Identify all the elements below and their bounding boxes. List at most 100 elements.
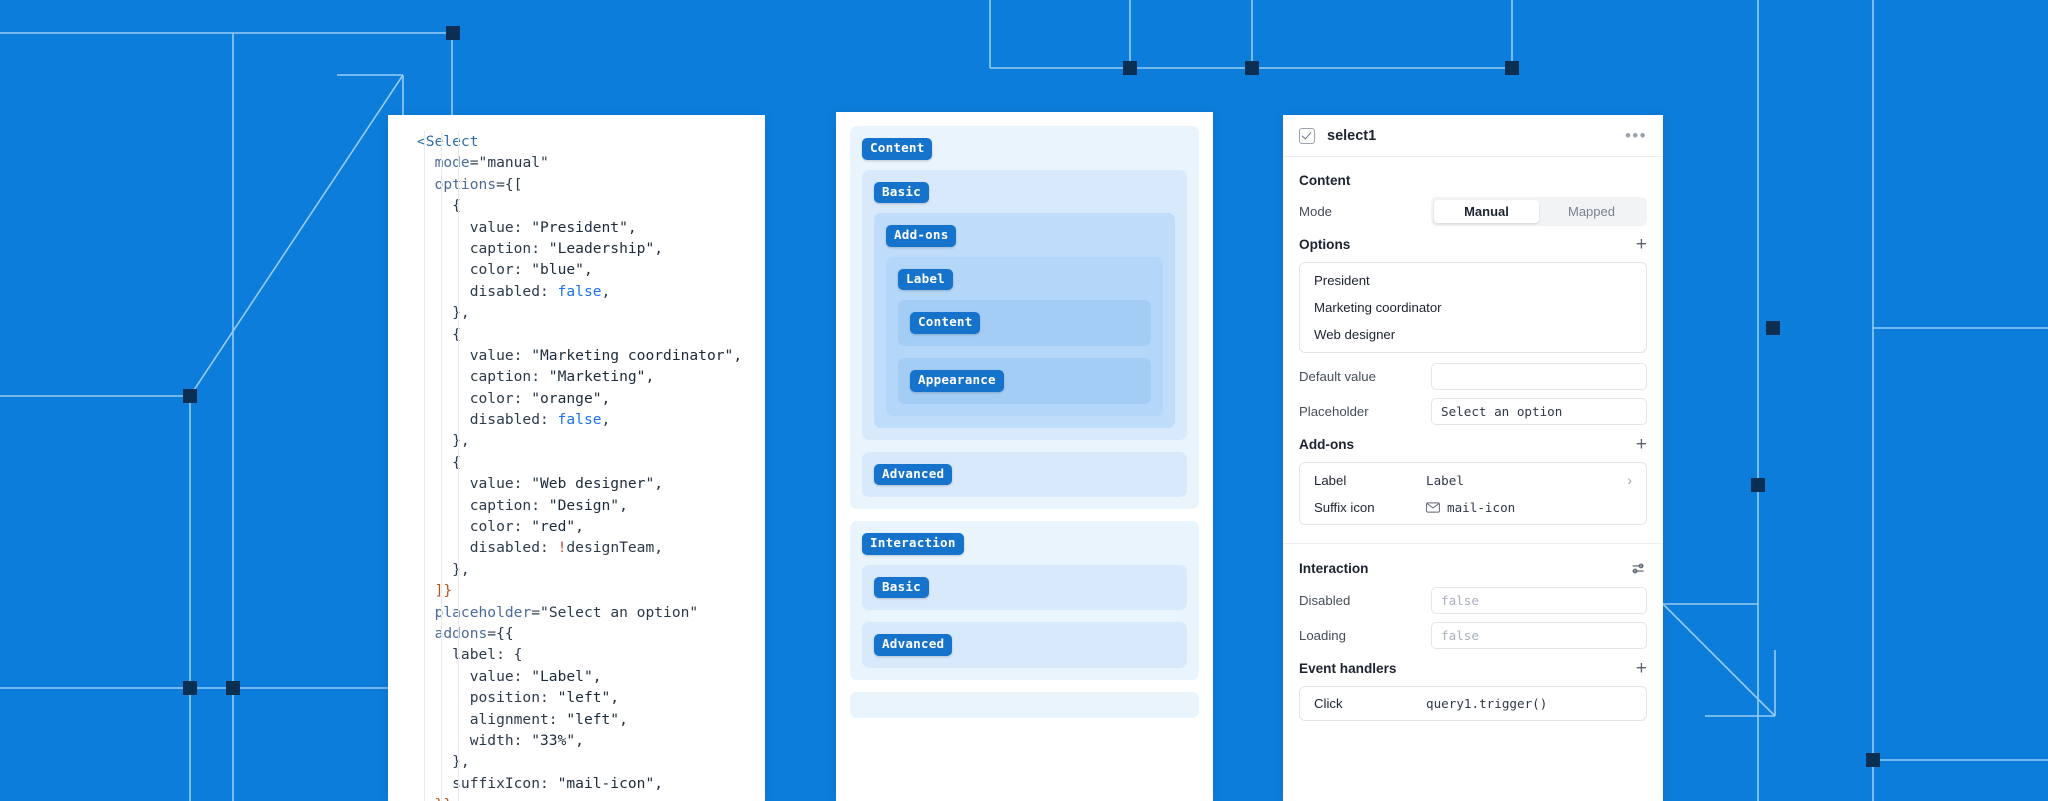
addon-value-text: mail-icon bbox=[1447, 500, 1516, 515]
component-title: select1 bbox=[1327, 127, 1377, 144]
tree-node-chip[interactable]: Add-ons bbox=[886, 225, 957, 247]
interaction-label: Loading bbox=[1299, 628, 1346, 643]
section-divider bbox=[1283, 543, 1663, 544]
code-token: disabled: bbox=[417, 411, 558, 429]
interaction-section-header: Interaction bbox=[1299, 554, 1647, 585]
tree-group[interactable] bbox=[850, 691, 1199, 718]
option-list-item[interactable]: Marketing coordinator bbox=[1314, 300, 1442, 315]
option-list-item[interactable]: Web designer bbox=[1314, 327, 1396, 342]
code-token: , bbox=[601, 411, 611, 429]
code-line: addons={{ bbox=[417, 623, 765, 644]
code-token: "manual" bbox=[478, 154, 549, 172]
code-snippet-body[interactable]: <Select mode="manual" options={[ { value… bbox=[388, 131, 765, 801]
code-line: position: "left", bbox=[417, 687, 765, 708]
tree-node-chip[interactable]: Content bbox=[862, 138, 933, 160]
code-line: caption: "Leadership", bbox=[417, 238, 765, 259]
code-token: { bbox=[417, 325, 461, 343]
code-line: }, bbox=[417, 751, 765, 772]
code-token: false bbox=[557, 282, 602, 300]
tree-node-chip[interactable]: Label bbox=[898, 268, 953, 291]
default-value-label: Default value bbox=[1299, 369, 1376, 384]
addon-value: Label bbox=[1426, 473, 1627, 488]
placeholder-label: Placeholder bbox=[1299, 404, 1369, 419]
tree-node-chip[interactable]: Advanced bbox=[874, 634, 953, 656]
code-token: <Select bbox=[417, 133, 479, 150]
code-token: caption: bbox=[417, 239, 549, 257]
sliders-icon[interactable] bbox=[1630, 560, 1647, 577]
code-token: ={[ bbox=[496, 175, 523, 193]
interaction-input[interactable]: false bbox=[1431, 622, 1647, 649]
addon-value-text: Label bbox=[1426, 472, 1464, 488]
tree-node-chip[interactable]: Basic bbox=[874, 576, 929, 599]
tree-node-chip[interactable]: Basic bbox=[874, 181, 929, 204]
code-token: placeholder bbox=[434, 603, 532, 621]
chevron-right-icon[interactable]: › bbox=[1627, 472, 1632, 488]
tree-group[interactable]: Content bbox=[898, 300, 1151, 346]
code-line: }, bbox=[417, 302, 765, 323]
plus-icon[interactable]: + bbox=[1635, 657, 1647, 679]
tree-node-chip[interactable]: Appearance bbox=[910, 369, 1004, 392]
code-token bbox=[417, 796, 435, 801]
addons-label: Add-ons bbox=[1299, 437, 1355, 452]
code-line: }, bbox=[417, 430, 765, 451]
tree-node-chip[interactable]: Interaction bbox=[862, 533, 964, 555]
code-line: value: "Marketing coordinator", bbox=[417, 345, 765, 366]
code-token: caption: bbox=[417, 368, 549, 386]
code-token: }} bbox=[435, 796, 453, 801]
code-token: false bbox=[557, 411, 602, 429]
mode-segmented-control[interactable]: Manual Mapped bbox=[1431, 197, 1647, 226]
placeholder-row: Placeholder Select an option bbox=[1299, 396, 1647, 427]
code-token: "Design", bbox=[548, 496, 628, 514]
tree-group[interactable]: Advanced bbox=[862, 451, 1187, 498]
more-horizontal-icon[interactable]: ••• bbox=[1624, 125, 1647, 145]
plus-icon[interactable]: + bbox=[1635, 433, 1647, 455]
checkbox-checked-icon[interactable] bbox=[1299, 127, 1315, 144]
code-line: }, bbox=[417, 559, 765, 580]
indent-guide bbox=[441, 131, 442, 801]
code-token: = bbox=[531, 603, 541, 621]
tree-group[interactable]: Appearance bbox=[898, 357, 1151, 404]
interaction-row: Loading false bbox=[1299, 620, 1647, 651]
tree-node-chip[interactable]: Content bbox=[910, 312, 981, 334]
code-line: { bbox=[417, 195, 765, 216]
code-panel: <Select mode="manual" options={[ { value… bbox=[388, 115, 765, 801]
code-token: "Marketing", bbox=[548, 368, 655, 386]
code-line: width: "33%", bbox=[417, 730, 765, 751]
plus-icon[interactable]: + bbox=[1635, 233, 1647, 255]
code-line: suffixIcon: "mail-icon", bbox=[417, 773, 765, 794]
mode-option-mapped[interactable]: Mapped bbox=[1568, 204, 1615, 219]
code-token: }, bbox=[417, 753, 470, 771]
code-token: color: bbox=[417, 261, 532, 279]
tree-node-chip[interactable]: Advanced bbox=[874, 463, 953, 486]
code-token: }, bbox=[417, 304, 470, 322]
mode-option-manual[interactable]: Manual bbox=[1434, 200, 1539, 223]
default-value-input[interactable] bbox=[1431, 363, 1647, 390]
event-handlers-header: Event handlers + bbox=[1299, 655, 1647, 684]
indent-guide bbox=[458, 131, 459, 801]
placeholder-input[interactable]: Select an option bbox=[1431, 398, 1647, 425]
code-line: color: "red", bbox=[417, 516, 765, 537]
code-token: disabled: bbox=[417, 282, 558, 300]
tree-group[interactable]: Advanced bbox=[862, 622, 1187, 668]
interaction-input[interactable]: false bbox=[1431, 587, 1647, 614]
option-list-item[interactable]: President bbox=[1314, 273, 1370, 288]
indent-guide bbox=[424, 131, 425, 801]
tree-group[interactable]: Basic bbox=[862, 564, 1187, 611]
code-token: value: bbox=[417, 667, 532, 685]
code-line: { bbox=[417, 452, 765, 473]
content-section-header: Content bbox=[1299, 167, 1647, 196]
code-line: value: "President", bbox=[417, 217, 765, 238]
code-token: "Label", bbox=[531, 667, 602, 685]
